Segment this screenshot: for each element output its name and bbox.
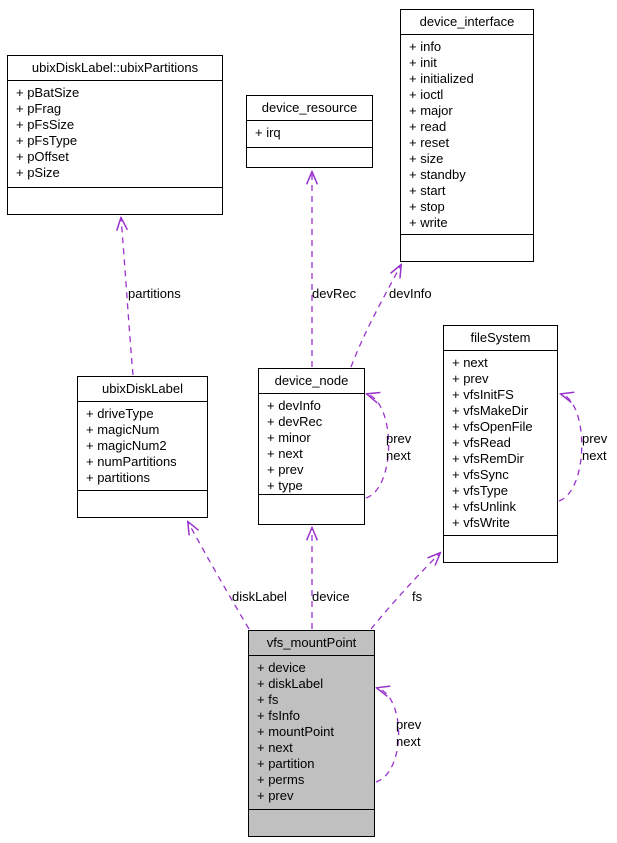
edge-label-vfs-loop-prev: prev (396, 717, 422, 732)
class-field: + stop (409, 199, 445, 214)
edge-fs (370, 553, 440, 630)
class-field: + vfsRemDir (452, 451, 524, 466)
class-fields: + pBatSize + pFrag + pFsSize + pFsType +… (8, 81, 222, 187)
edge-label-device: device (312, 589, 350, 604)
class-field: + vfsUnlink (452, 499, 516, 514)
class-title: device_resource (247, 96, 372, 121)
class-field: + info (409, 39, 442, 54)
class-field: + initialized (409, 71, 474, 86)
class-field: + pFrag (16, 101, 62, 116)
class-field: + next (257, 740, 293, 755)
class-field: + read (409, 119, 447, 134)
class-fields: + driveType + magicNum + magicNum2 + num… (78, 402, 207, 490)
class-field: + standby (409, 167, 466, 182)
class-field: + ioctl (409, 87, 444, 102)
class-field: + vfsInitFS (452, 387, 514, 402)
class-fields: + info + init + initialized + ioctl + ma… (401, 35, 533, 234)
class-fields: + devInfo + devRec + minor + next + prev… (259, 394, 364, 494)
class-field: + minor (267, 430, 311, 445)
edge-label-fs: fs (412, 589, 423, 604)
class-field: + pOffset (16, 149, 69, 164)
edge-devinfo (350, 265, 401, 368)
class-title: device_interface (401, 10, 533, 35)
class-field: + vfsType (452, 483, 508, 498)
class-field: + irq (255, 125, 281, 140)
class-footer-empty (259, 494, 364, 524)
class-field: + partition (257, 756, 315, 771)
class-footer-empty (401, 234, 533, 261)
edge-label-devinfo: devInfo (389, 286, 432, 301)
class-footer-empty (78, 490, 207, 517)
edge-label-vfs-loop-next: next (396, 734, 421, 749)
edge-label-filesystem-loop-prev: prev (582, 431, 608, 446)
edge-label-device-node-loop-prev: prev (386, 431, 412, 446)
class-box-device-interface[interactable]: device_interface + info + init + initial… (400, 9, 534, 262)
class-field: + diskLabel (257, 676, 324, 691)
class-field: + pBatSize (16, 85, 80, 100)
class-field: + prev (257, 788, 294, 803)
class-field: + size (409, 151, 444, 166)
class-field: + partitions (86, 470, 150, 485)
class-box-device-resource[interactable]: device_resource + irq (246, 95, 373, 168)
edge-label-filesystem-loop-next: next (582, 448, 607, 463)
edge-label-disklabel: diskLabel (232, 589, 287, 604)
class-title: fileSystem (444, 326, 557, 351)
class-field: + mountPoint (257, 724, 334, 739)
class-fields: + device + diskLabel + fs + fsInfo + mou… (249, 656, 374, 809)
class-field: + driveType (86, 406, 154, 421)
class-field: + perms (257, 772, 305, 787)
class-field: + next (267, 446, 303, 461)
edge-label-device-node-loop-next: next (386, 448, 411, 463)
class-box-vfs-mountpoint[interactable]: vfs_mountPoint + device + diskLabel + fs… (248, 630, 375, 837)
class-field: + devRec (267, 414, 323, 429)
class-field: + start (409, 183, 446, 198)
class-field: + pFsSize (16, 117, 75, 132)
class-title: ubixDiskLabel::ubixPartitions (8, 56, 222, 81)
edge-label-partitions: partitions (128, 286, 181, 301)
class-field: + vfsSync (452, 467, 509, 482)
class-field: + prev (452, 371, 489, 386)
class-field: + magicNum (86, 422, 160, 437)
class-field: + prev (267, 462, 304, 477)
class-title: ubixDiskLabel (78, 377, 207, 402)
class-fields: + irq (247, 121, 372, 147)
class-footer-empty (247, 147, 372, 167)
class-box-ubixdisklabel[interactable]: ubixDiskLabel + driveType + magicNum + m… (77, 376, 208, 518)
class-field: + reset (409, 135, 450, 150)
edge-filesystem-self-loop (559, 394, 583, 502)
class-box-ubixpartitions[interactable]: ubixDiskLabel::ubixPartitions + pBatSize… (7, 55, 223, 215)
edge-disklabel (188, 522, 250, 630)
class-title: vfs_mountPoint (249, 631, 374, 656)
class-field: + write (409, 215, 448, 230)
edge-partitions (121, 218, 134, 376)
class-title: device_node (259, 369, 364, 394)
class-field: + type (267, 478, 303, 493)
class-box-filesystem[interactable]: fileSystem + next + prev + vfsInitFS + v… (443, 325, 558, 563)
class-field: + major (409, 103, 453, 118)
class-field: + magicNum2 (86, 438, 167, 453)
edge-device-node-self-loop (366, 394, 390, 499)
class-field: + devInfo (267, 398, 321, 413)
class-field: + vfsMakeDir (452, 403, 529, 418)
edge-label-devrec: devRec (312, 286, 357, 301)
class-box-device-node[interactable]: device_node + devInfo + devRec + minor +… (258, 368, 365, 525)
class-field: + pFsType (16, 133, 78, 148)
class-footer-empty (444, 535, 557, 562)
class-field: + vfsRead (452, 435, 511, 450)
class-footer-empty (249, 809, 374, 836)
class-field: + fs (257, 692, 279, 707)
class-field: + device (257, 660, 306, 675)
edge-vfs-self-loop (376, 688, 400, 783)
class-field: + next (452, 355, 488, 370)
class-field: + vfsOpenFile (452, 419, 533, 434)
class-field: + fsInfo (257, 708, 300, 723)
class-footer-empty (8, 187, 222, 214)
class-field: + vfsWrite (452, 515, 510, 530)
class-field: + pSize (16, 165, 60, 180)
class-fields: + next + prev + vfsInitFS + vfsMakeDir +… (444, 351, 557, 535)
class-field: + numPartitions (86, 454, 177, 469)
class-field: + init (409, 55, 437, 70)
